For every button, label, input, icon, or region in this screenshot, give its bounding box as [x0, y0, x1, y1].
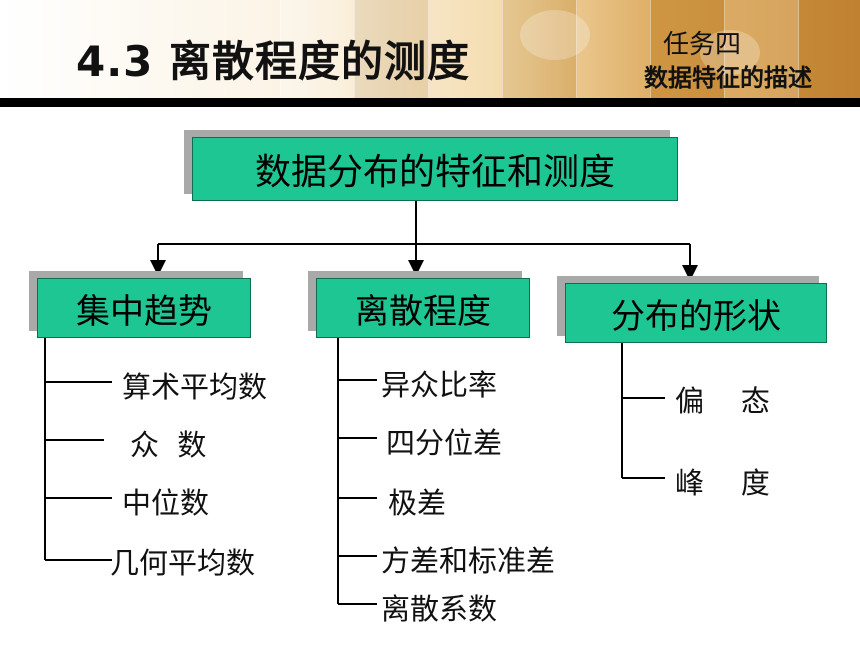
- item-coefficient-variation: 离散系数: [381, 592, 498, 626]
- item-range: 极差: [388, 486, 447, 520]
- item-median: 中位数: [122, 486, 210, 520]
- slide-title: 4.3 离散程度的测度: [76, 37, 471, 86]
- item-variance-std: 方差和标准差: [381, 544, 556, 578]
- header-divider: [0, 98, 860, 107]
- root-node: 数据分布的特征和测度: [192, 137, 678, 201]
- item-arithmetic-mean: 算术平均数: [122, 370, 268, 404]
- item-skewness: 偏 态: [675, 384, 770, 418]
- category-distribution-shape: 分布的形状: [565, 283, 827, 343]
- item-mode: 众 数: [130, 428, 207, 462]
- item-geometric-mean: 几何平均数: [110, 546, 256, 580]
- item-kurtosis: 峰 度: [675, 466, 770, 500]
- category-dispersion: 离散程度: [316, 278, 530, 338]
- task-subtitle: 数据特征的描述: [644, 64, 812, 92]
- category-central-tendency: 集中趋势: [37, 278, 251, 338]
- slide-header: 4.3 离散程度的测度 任务四 数据特征的描述: [0, 0, 860, 98]
- task-label: 任务四: [662, 30, 741, 60]
- item-variation-ratio: 异众比率: [381, 368, 498, 402]
- item-quartile-deviation: 四分位差: [386, 426, 503, 460]
